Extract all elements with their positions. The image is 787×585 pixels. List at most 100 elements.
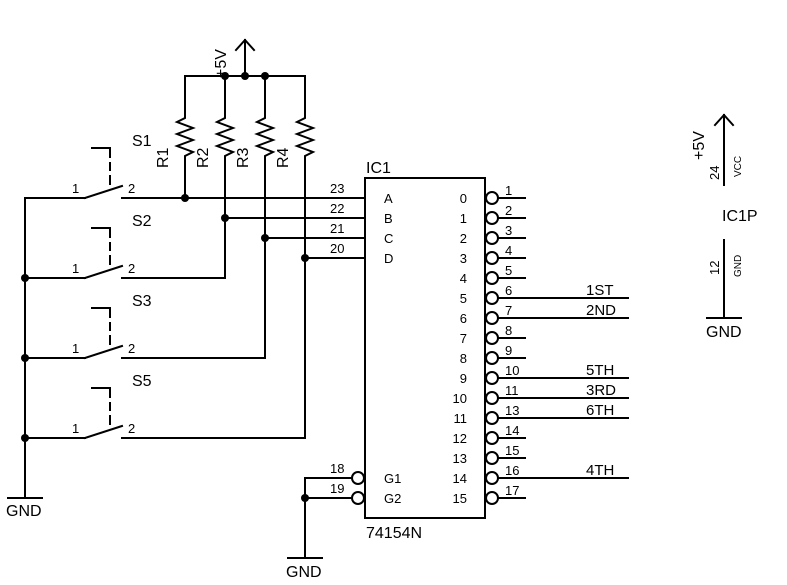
ic1p-power: +5V 24 VCC IC1P 12 GND GND (691, 113, 758, 341)
pin-number: 14 (505, 423, 519, 438)
inversion-bubble (485, 371, 499, 385)
signal-lines: 1ST 2ND 5TH 3RD 6TH 4TH (524, 282, 629, 479)
ground-label: GND (286, 564, 322, 581)
pin-name: 4 (460, 271, 467, 286)
pin-name: 2 (460, 231, 467, 246)
pin-number: 2 (128, 261, 135, 276)
signal-label: 5TH (586, 362, 614, 379)
pin-number: 11 (505, 383, 519, 398)
pin-number: 19 (330, 481, 344, 496)
output-pin-4: 45 (460, 263, 526, 286)
vcc-label: +5V (691, 131, 708, 160)
signal-1st: 1ST (524, 282, 629, 299)
switch-label: S3 (132, 293, 152, 310)
resistor-label: R1 (155, 147, 172, 168)
inversion-bubble (485, 311, 499, 325)
resistor-r3: R3 (235, 75, 276, 359)
signal-label: 3RD (586, 382, 616, 399)
pin-number: 17 (505, 483, 519, 498)
switch-s5: S5 1 2 (24, 254, 309, 440)
resistor-r2: R2 (195, 75, 236, 279)
ic1-decoder: IC1 74154N 23 22 21 20 A B C D 18 19 G1 … (301, 160, 526, 559)
inversion-bubble (485, 491, 499, 505)
pin-number: 2 (128, 181, 135, 196)
output-pin-8: 89 (460, 343, 526, 366)
ic-ref-label: IC1P (722, 208, 758, 225)
pin-name: G1 (384, 471, 401, 486)
resistor-r1: R1 (155, 75, 196, 199)
output-pin-2: 23 (460, 223, 526, 246)
pin-name: B (384, 211, 393, 226)
ground-label: GND (706, 324, 742, 341)
pin-name: 15 (453, 491, 467, 506)
resistor-label: R2 (195, 147, 212, 168)
inversion-bubble (485, 251, 499, 265)
switch-label: S1 (132, 133, 152, 150)
ic-ref-label: IC1 (366, 160, 391, 177)
inversion-bubble (485, 471, 499, 485)
pin-number: 1 (505, 183, 512, 198)
pin-number: 18 (330, 461, 344, 476)
pin-name: 7 (460, 331, 467, 346)
ic-part-label: 74154N (366, 525, 422, 542)
pin-number: 6 (505, 283, 512, 298)
signal-label: 4TH (586, 462, 614, 479)
pin-name: 6 (460, 311, 467, 326)
pin-name: 11 (454, 411, 468, 426)
inversion-bubble (485, 291, 499, 305)
pin-name: GND (733, 255, 744, 277)
pin-name: VCC (733, 156, 744, 177)
switch-label: S2 (132, 213, 152, 230)
inversion-bubble (485, 411, 499, 425)
pin-name: 0 (460, 191, 467, 206)
output-pin-5: 56 (460, 283, 526, 306)
pin-number: 22 (330, 201, 344, 216)
signal-label: 6TH (586, 402, 614, 419)
signal-3rd: 3RD (524, 382, 629, 399)
pin-number: 9 (505, 343, 512, 358)
inversion-bubble (485, 191, 499, 205)
inversion-bubble (485, 331, 499, 345)
pin-name: 8 (460, 351, 467, 366)
ic1-outputs: 0112233445566778899101011111312141315141… (453, 183, 526, 506)
pin-number: 13 (505, 403, 519, 418)
signal-4th: 4TH (524, 462, 629, 479)
signal-label: 1ST (586, 282, 614, 299)
signal-5th: 5TH (524, 362, 629, 379)
output-pin-11: 11 13 (454, 403, 526, 426)
vcc-label: +5V (213, 49, 230, 78)
output-pin-9: 910 (460, 363, 526, 386)
pin-number: 10 (505, 363, 519, 378)
signal-6th: 6TH (524, 402, 629, 419)
inversion-bubble (485, 451, 499, 465)
pin-number: 8 (505, 323, 512, 338)
pin-name: 14 (453, 471, 467, 486)
pin-number: 16 (505, 463, 519, 478)
output-pin-14: 14 16 (453, 463, 526, 486)
pin-number: 1 (72, 341, 79, 356)
pin-number: 20 (330, 241, 344, 256)
pin-number: 2 (128, 341, 135, 356)
address-wires (184, 197, 366, 259)
pin-number: 15 (505, 443, 519, 458)
pin-number: 3 (505, 223, 512, 238)
pin-number: 2 (505, 203, 512, 218)
pin-number: 24 (707, 166, 722, 180)
inversion-bubble (485, 271, 499, 285)
pin-number: 1 (72, 261, 79, 276)
pin-name: 3 (460, 251, 467, 266)
inversion-bubble (485, 391, 499, 405)
pin-number: 23 (330, 181, 344, 196)
pin-number: 4 (505, 243, 512, 258)
pin-name: 5 (460, 291, 467, 306)
resistor-label: R3 (235, 147, 252, 168)
output-pin-6: 67 (460, 303, 526, 326)
pin-number: 21 (330, 221, 344, 236)
pin-number: 2 (128, 421, 135, 436)
signal-2nd: 2ND (524, 302, 629, 319)
pin-name: A (384, 191, 393, 206)
pin-number: 12 (707, 261, 722, 275)
